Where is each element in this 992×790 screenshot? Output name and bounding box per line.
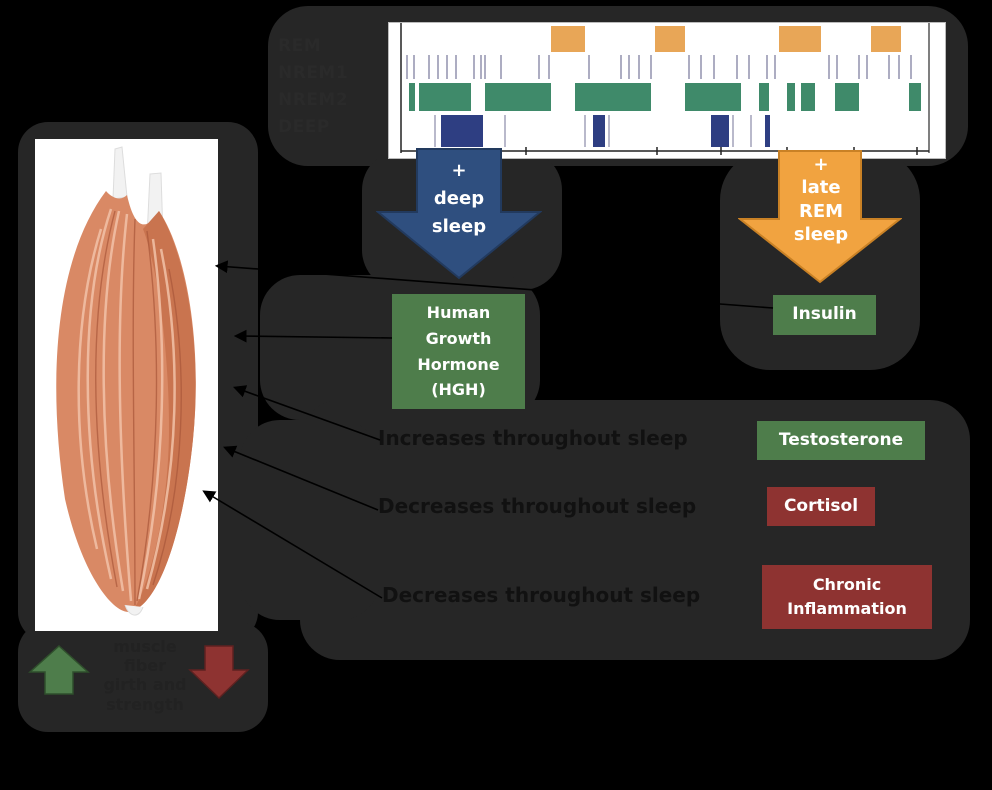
cortisol-box: Cortisol: [767, 487, 875, 526]
stage-label-nrem1: NREM1: [278, 63, 349, 83]
testosterone-box: Testosterone: [757, 421, 925, 460]
insulin-box: Insulin: [773, 295, 876, 335]
lower-left-halo: [240, 420, 380, 620]
stage-label-rem: REM: [278, 36, 322, 56]
down-arrow-icon: [188, 645, 250, 700]
muscle-image-panel: [35, 139, 218, 631]
late-rem-sleep-arrow-icon: [738, 150, 902, 284]
deep-sleep-arrow-icon: [376, 148, 542, 280]
inflammation-connector: [202, 490, 383, 599]
muscle-illustration: [56, 146, 196, 616]
chronic-inflammation-box: Chronic Inflammation: [762, 565, 932, 629]
cortisol-trend-label: Decreases throughout sleep: [378, 494, 697, 518]
stage-label-nrem2: NREM2: [278, 90, 349, 110]
stage-label-deep: DEEP: [278, 117, 330, 137]
hgh-connector: [233, 329, 393, 343]
late-rem-arrow-label: + late REM sleep: [793, 154, 849, 246]
testosterone-connector: [232, 385, 381, 441]
testosterone-trend-label: Increases throughout sleep: [378, 426, 688, 450]
hgh-box: Human Growth Hormone (HGH): [392, 294, 525, 409]
up-arrow-icon: [28, 644, 90, 695]
insulin-connector: [214, 260, 774, 309]
cortisol-connector: [223, 445, 379, 511]
legend-label: muscle fiber girth and strength: [103, 637, 187, 714]
inflammation-trend-label: Decreases throughout sleep: [382, 583, 701, 607]
deep-sleep-arrow-label: + deep sleep: [431, 160, 487, 237]
